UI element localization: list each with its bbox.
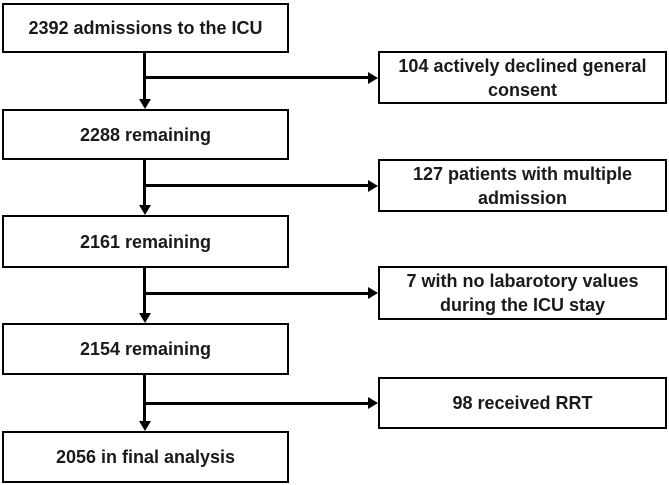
exclusion-box-received-rrt: 98 received RRT [378,377,667,429]
arrow-down-icon-1 [138,99,151,109]
exclusion-box-declined-consent: 104 actively declined general consent [378,51,667,104]
connector-line-down-3 [143,268,146,313]
connector-line-right-4 [143,401,369,405]
flow-box-admissions: 2392 admissions to the ICU [2,3,289,53]
connector-line-down-2 [143,160,146,205]
flow-box-final-analysis: 2056 in final analysis [2,431,289,483]
flow-box-remaining-2154: 2154 remaining [2,323,289,375]
arrow-down-icon-2 [138,205,151,215]
connector-line-down-4 [143,375,146,421]
arrow-right-icon-4 [368,397,378,409]
flow-box-remaining-2161: 2161 remaining [2,215,289,268]
exclusion-box-multiple-admission: 127 patients with multiple admission [378,159,667,212]
arrow-right-icon-2 [368,179,378,192]
arrow-down-icon-3 [138,313,151,323]
connector-line-right-2 [143,184,369,187]
connector-line-right-1 [143,76,369,79]
exclusion-box-no-laboratory-values: 7 with no labarotory values during the I… [378,266,667,320]
connector-line-right-3 [143,291,369,295]
arrow-right-icon-3 [368,287,378,299]
arrow-right-icon-1 [368,71,378,84]
arrow-down-icon-4 [138,421,151,431]
flow-box-remaining-2288: 2288 remaining [2,109,289,160]
